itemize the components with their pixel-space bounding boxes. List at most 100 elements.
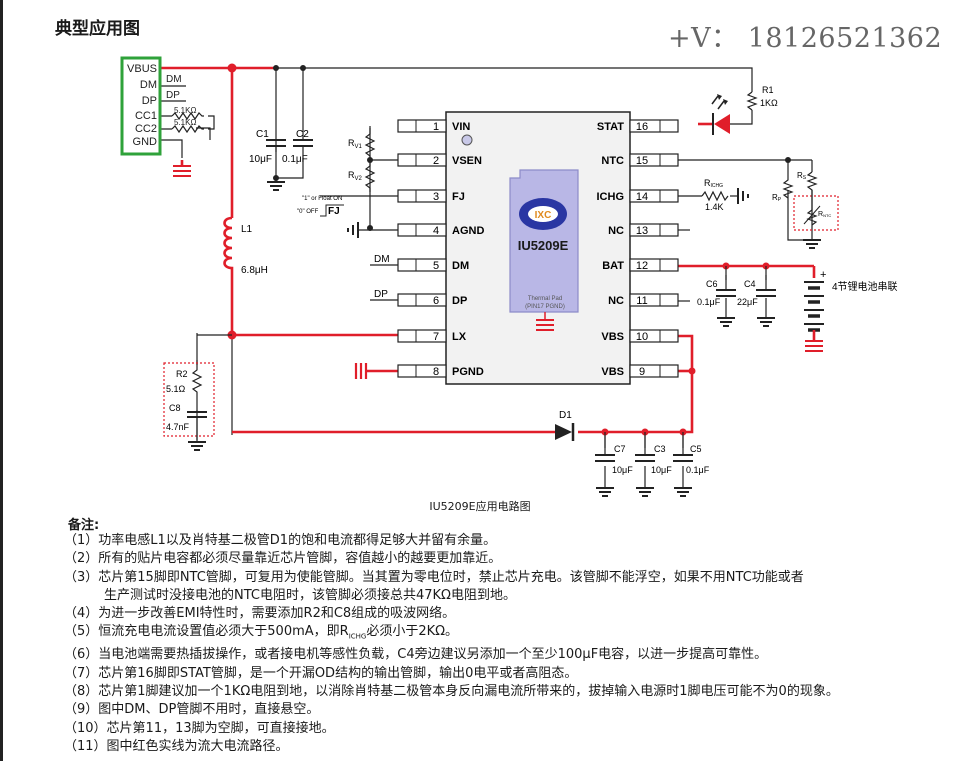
label-d1: D1 [559, 410, 572, 421]
ntc-ground-icon [802, 239, 822, 249]
label-cc2-resistor: 5.1KΩ [174, 118, 196, 127]
pin-name: BAT [602, 260, 624, 272]
resistor-rv1 [364, 128, 376, 160]
note-item: （2）所有的贴片电容都必须尽量靠近芯片管脚，容值越小的越要更加靠近。 [64, 551, 502, 567]
label-richg-value: 1.4K [705, 202, 724, 212]
pin-name: ICHG [597, 191, 625, 203]
label-fj-off: "0" OFF [297, 209, 319, 215]
label-c6-value: 0.1μF [697, 297, 721, 307]
label-richg: RICHG [704, 178, 723, 189]
label-r2: R2 [176, 369, 188, 379]
chip-pin-left-lx: 7 LX [397, 329, 467, 343]
connector-ground-icon [172, 165, 192, 177]
label-cc1-resistor: 5.1KΩ [174, 106, 196, 115]
pin-number: 11 [636, 295, 647, 307]
note-item: （11）图中红色实线为流大电流路径。 [64, 738, 289, 754]
ntc-network: RS RP RNTC [772, 171, 839, 231]
pin-name: AGND [452, 225, 484, 237]
diode-d1: D1 [555, 410, 575, 441]
resistor-rv2 [364, 160, 376, 192]
richg-ground-icon [737, 188, 749, 204]
label-r1: R1 [762, 85, 774, 95]
label-battery: 4节锂电池串联 [832, 280, 898, 293]
resistor-r1: R1 1KΩ [746, 85, 778, 111]
pin-name: LX [452, 331, 467, 343]
thermal-pad-pin: (PIN17 PGND) [525, 304, 565, 310]
label-dp-line: DP [374, 289, 388, 300]
notes-list: （1）功率电感L1以及肖特基二极管D1的饱和电流都得足够大并留有余量。 （2）所… [64, 532, 839, 756]
notes-title: 备注: [68, 518, 100, 533]
pin-number: 2 [433, 155, 439, 167]
label-c3: C3 [654, 444, 666, 454]
capacitor-c5: C5 0.1μF [673, 444, 710, 475]
label-l1: L1 [241, 224, 253, 235]
agnd-ground-icon [347, 222, 359, 238]
pin-number: 9 [639, 366, 645, 378]
c1-ground-icon [266, 181, 286, 191]
pin-name: NC [608, 295, 624, 307]
contact-watermark: +V： 18126521362 [668, 23, 943, 54]
label-rntc: RNTC [818, 211, 831, 218]
usb-connector: VBUS DM DP CC1 CC2 GND DM DP 5.1KΩ 5.1KΩ [120, 56, 204, 177]
pin-number: 7 [433, 331, 439, 343]
note-item: （5）恒流充电电流设置值必须大于500mA，即RICHG必须小于2KΩ。 [64, 624, 459, 642]
svg-text:IXC: IXC [535, 210, 552, 221]
battery-icon: + 4节锂电池串联 [804, 269, 898, 332]
label-c8-value: 4.7nF [166, 422, 190, 432]
label-rv1: RV1 [348, 138, 363, 150]
page-title: 典型应用图 [55, 19, 140, 39]
label-c4: C4 [744, 279, 756, 289]
c3-ground-icon [635, 487, 655, 497]
pin-name: DP [452, 295, 467, 307]
capacitor-c7: C7 10μF [595, 444, 633, 475]
label-c8: C8 [169, 403, 181, 413]
pgnd-ground-icon [354, 363, 368, 379]
connector-pin-dm: DM [140, 79, 157, 91]
pin-number: 10 [636, 331, 648, 343]
diagram-caption: IU5209E应用电路图 [429, 500, 531, 513]
note-item: （4）为进一步改善EMI特性时，需要添加R2和C8组成的吸波网络。 [64, 606, 456, 622]
label-c5: C5 [690, 444, 702, 454]
note-item: （6）当电池端需要热插拔操作，或者接电机等感性负载，C4旁边建议另添加一个至少1… [64, 647, 768, 663]
note-item: （8）芯片第1脚建议加一个1KΩ电阻到地，以消除肖特基二极管本身反向漏电流所带来… [64, 683, 839, 699]
connector-pin-cc2: CC2 [135, 123, 157, 135]
note-item: （1）功率电感L1以及肖特基二极管D1的饱和电流都得足够大并留有余量。 [64, 533, 497, 548]
label-c7: C7 [614, 444, 626, 454]
resistor-richg: RICHG 1.4K [701, 178, 729, 212]
pin-name: NTC [601, 155, 624, 167]
capacitor-c3: C3 10μF [635, 444, 672, 475]
label-rp: RP [772, 193, 782, 203]
label-c6: C6 [706, 279, 718, 289]
label-conn-dm: DM [166, 74, 182, 85]
note-item: （7）芯片第16脚即STAT管脚，是一个开漏OD结构的输出管脚，输出0电平或者高… [64, 665, 578, 681]
label-c2-value: 0.1μF [282, 154, 308, 165]
left-edge-bar [0, 0, 3, 761]
capacitor-c1: C1 10μF [249, 129, 286, 165]
led-icon [711, 94, 730, 135]
pin-name: DM [452, 260, 469, 272]
c7-ground-icon [595, 487, 615, 497]
note-item: （10）芯片第11，13脚为空脚，可直接接地。 [64, 720, 335, 736]
ic-chip: IXC IU5209E Thermal Pad (PIN17 PGND) [445, 111, 631, 385]
connector-pin-dp: DP [142, 95, 157, 107]
label-rv2: RV2 [348, 170, 363, 182]
capacitor-c4: C4 22μF [737, 266, 776, 307]
chip-logo-icon: IXC [519, 198, 567, 230]
label-c3-value: 10μF [651, 465, 672, 475]
label-fj-on: "1" or Float ON [302, 196, 342, 202]
pin-name: VBS [601, 366, 624, 378]
inductor-l1: L1 6.8μH [223, 216, 268, 276]
pin-name: STAT [597, 121, 624, 133]
pin-number: 14 [636, 191, 648, 203]
capacitor-c2: C2 0.1μF [282, 129, 313, 165]
note-item: （9）图中DM、DP管脚不用时，直接悬空。 [64, 702, 320, 718]
